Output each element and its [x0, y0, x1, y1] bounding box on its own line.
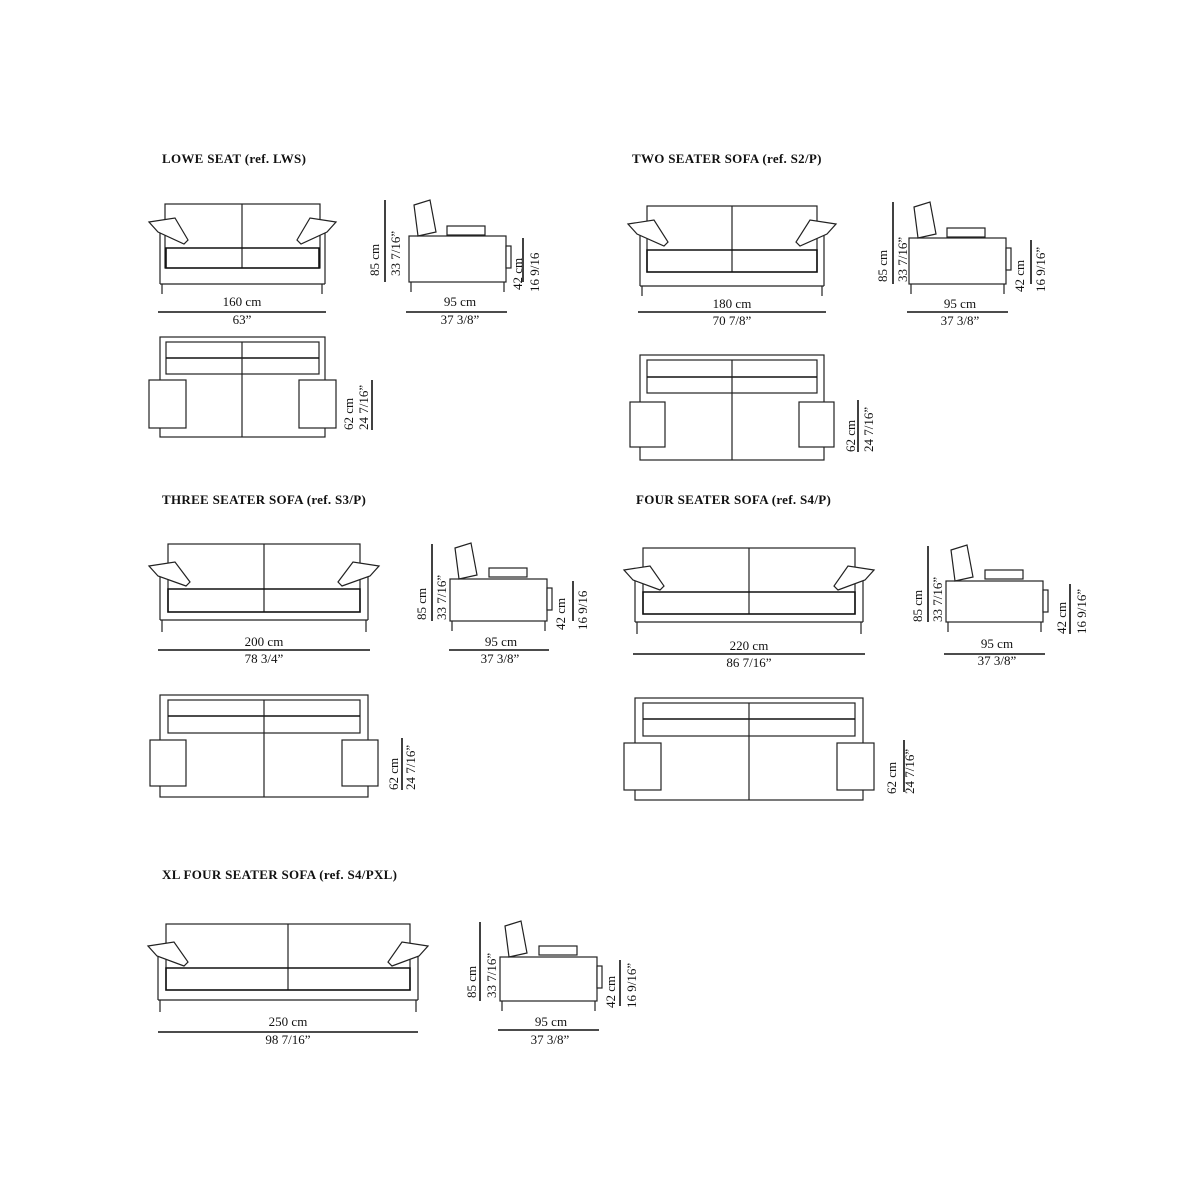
xl-width-cm: 250 cm [268, 1014, 308, 1029]
three-front-view [147, 543, 381, 651]
four-arm-cm: 62 cm [884, 761, 899, 794]
two-top-view [629, 354, 859, 461]
lowe-width-cm: 160 cm [222, 294, 262, 309]
three-seat-in: 16 9/16 [575, 590, 590, 630]
xl-depth-cm: 95 cm [534, 1014, 568, 1029]
lowe-front-view [147, 203, 338, 313]
two-arm-in: 24 7/16” [861, 406, 876, 452]
lowe-side-view [384, 199, 524, 313]
four-height-in: 33 7/16” [930, 576, 945, 622]
xl-side-view [479, 920, 621, 1031]
three-seat-cm: 42 cm [553, 597, 568, 630]
lowe-title: LOWE SEAT (ref. LWS) [162, 151, 307, 166]
four-depth-in: 37 3/8” [977, 653, 1017, 668]
four-width-cm: 220 cm [729, 638, 769, 653]
three-side-view [431, 542, 574, 651]
four-seat-in: 16 9/16” [1074, 588, 1089, 634]
four-height-cm: 85 cm [910, 589, 925, 622]
three-height-in: 33 7/16” [434, 574, 449, 620]
four-front-view [622, 547, 876, 655]
four-top-view [623, 697, 905, 801]
lowe-seat-cm: 42 cm [510, 257, 525, 290]
two-width-in: 70 7/8” [712, 313, 752, 328]
two-height-in: 33 7/16” [895, 236, 910, 282]
lowe-seat-in: 16 9/16 [527, 252, 542, 292]
two-width-cm: 180 cm [712, 296, 752, 311]
xl-seat-cm: 42 cm [603, 975, 618, 1008]
three-width-in: 78 3/4” [244, 651, 284, 666]
lowe-arm-cm: 62 cm [341, 397, 356, 430]
two-arm-cm: 62 cm [843, 419, 858, 452]
two-depth-in: 37 3/8” [940, 313, 980, 328]
four-seat-cm: 42 cm [1054, 601, 1069, 634]
two-height-cm: 85 cm [875, 249, 890, 282]
four-side-view [927, 544, 1071, 655]
three-arm-cm: 62 cm [386, 757, 401, 790]
two-depth-cm: 95 cm [943, 296, 977, 311]
two-front-view [626, 205, 838, 313]
three-width-cm: 200 cm [244, 634, 284, 649]
xl-height-cm: 85 cm [464, 965, 479, 998]
lowe-top-view [148, 336, 373, 438]
lowe-depth-cm: 95 cm [443, 294, 477, 309]
four-title: FOUR SEATER SOFA (ref. S4/P) [636, 492, 832, 507]
three-arm-in: 24 7/16” [403, 744, 418, 790]
four-arm-in: 24 7/16” [902, 748, 917, 794]
xl-front-view [146, 923, 430, 1033]
three-height-cm: 85 cm [414, 587, 429, 620]
lowe-height-cm: 85 cm [367, 243, 382, 276]
lowe-width-in: 63” [232, 312, 252, 327]
three-depth-cm: 95 cm [484, 634, 518, 649]
lowe-height-in: 33 7/16” [388, 230, 403, 276]
four-depth-cm: 95 cm [980, 636, 1014, 651]
xl-height-in: 33 7/16” [484, 952, 499, 998]
two-side-view [892, 201, 1032, 313]
two-seat-in: 16 9/16” [1033, 246, 1048, 292]
two-title: TWO SEATER SOFA (ref. S2/P) [632, 151, 822, 166]
two-seat-cm: 42 cm [1012, 259, 1027, 292]
lowe-depth-in: 37 3/8” [440, 312, 480, 327]
xl-width-in: 98 7/16” [265, 1032, 311, 1047]
three-top-view [149, 694, 403, 798]
xl-depth-in: 37 3/8” [530, 1032, 570, 1047]
xl-seat-in: 16 9/16” [624, 962, 639, 1008]
four-width-in: 86 7/16” [726, 655, 772, 670]
lowe-arm-in: 24 7/16” [356, 384, 371, 430]
three-depth-in: 37 3/8” [480, 651, 520, 666]
xl-title: XL FOUR SEATER SOFA (ref. S4/PXL) [162, 867, 398, 882]
three-title: THREE SEATER SOFA (ref. S3/P) [162, 492, 367, 507]
